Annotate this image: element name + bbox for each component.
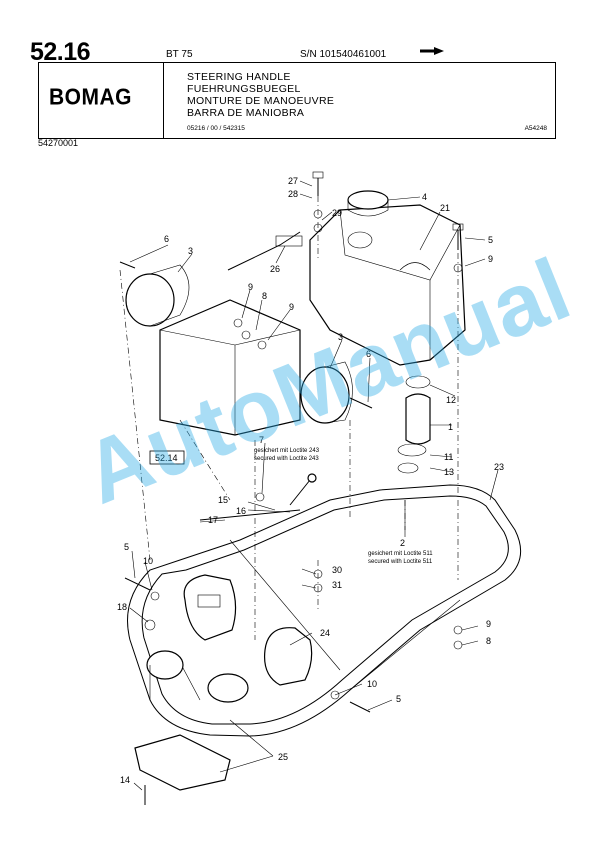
fuel-tank-drawing xyxy=(309,204,466,366)
document-code: A54248 xyxy=(524,125,547,132)
callout-10-left: 10 xyxy=(143,556,153,566)
callout-8-bottom: 8 xyxy=(486,636,491,646)
callout-29: 29 xyxy=(332,208,342,218)
callout-21: 21 xyxy=(440,203,450,213)
callout-23: 23 xyxy=(494,462,504,472)
callout-5-left: 5 xyxy=(124,542,129,552)
callout-26: 26 xyxy=(270,264,280,274)
callout-10-bottom: 10 xyxy=(367,679,377,689)
callout-13: 13 xyxy=(444,467,454,477)
callout-9-right: 9 xyxy=(289,302,294,312)
note-2-german: gesichert mit Loctite 511 xyxy=(368,551,433,557)
callout-leaders xyxy=(129,180,499,791)
callout-9-bottom: 9 xyxy=(486,619,491,629)
title-block: BOMAG STEERING HANDLE FUEHRUNGSBUEGEL MO… xyxy=(38,62,556,139)
document-reference: 05216 / 00 / 542315 xyxy=(187,125,245,132)
callout-27: 27 xyxy=(288,176,298,186)
callout-5-bottom: 5 xyxy=(396,694,401,704)
callout-7: 7 xyxy=(259,435,264,445)
title-german: FUEHRUNGSBUEGEL xyxy=(187,83,301,95)
callout-2: 2 xyxy=(400,538,405,548)
callout-52-14: 52.14 xyxy=(155,453,178,463)
callout-6-right: 6 xyxy=(366,349,371,359)
brand-logo: BOMAG xyxy=(39,63,164,138)
mounting-plates-drawing xyxy=(134,574,313,791)
callout-9-top: 9 xyxy=(488,254,493,264)
title-french: MONTURE DE MANOEUVRE xyxy=(187,95,335,107)
model-label: BT 75 xyxy=(166,49,193,60)
callout-1: 1 xyxy=(448,422,453,432)
serial-number: S/N 101540461001 xyxy=(300,49,387,60)
callout-3-left: 3 xyxy=(188,246,193,256)
rubber-buffer-drawing xyxy=(125,264,353,424)
exploded-parts-diagram: 27 28 29 4 21 5 9 6 3 26 9 8 9 3 6 12 1 … xyxy=(117,171,522,805)
callout-9-mid: 9 xyxy=(248,282,253,292)
part-number: 54270001 xyxy=(38,138,79,148)
callout-11: 11 xyxy=(444,452,453,462)
callout-18: 18 xyxy=(117,602,127,612)
callout-17: 17 xyxy=(208,515,218,525)
callout-12: 12 xyxy=(446,395,456,405)
callout-6-left: 6 xyxy=(164,234,169,244)
callout-3-right: 3 xyxy=(338,332,343,342)
note-7-german: gesichert mit Loctite 243 xyxy=(254,448,320,454)
callout-8-mid: 8 xyxy=(262,291,267,301)
brand-logo-text: BOMAG xyxy=(49,84,132,111)
callout-24: 24 xyxy=(320,628,330,638)
callout-16: 16 xyxy=(236,506,246,516)
title-spanish: BARRA DE MANIOBRA xyxy=(187,107,305,119)
filler-neck-drawing xyxy=(397,375,431,474)
title-english: STEERING HANDLE xyxy=(187,71,291,83)
callout-31: 31 xyxy=(332,580,342,590)
note-7-english: secured with Loctite 243 xyxy=(254,456,319,462)
callout-5-top: 5 xyxy=(488,235,493,245)
housing-box-drawing xyxy=(159,299,301,436)
note-2-english: secured with Loctite 511 xyxy=(368,559,433,565)
callout-28: 28 xyxy=(288,189,298,199)
arrow-right-icon xyxy=(420,47,444,55)
cable-drawing xyxy=(227,231,303,271)
steering-frame-drawing xyxy=(127,484,522,737)
callout-14: 14 xyxy=(120,775,130,785)
callout-4: 4 xyxy=(422,192,427,202)
assembly-lines xyxy=(119,196,459,640)
callout-25: 25 xyxy=(278,752,288,762)
callout-numbers: 27 28 29 4 21 5 9 6 3 26 9 8 9 3 6 12 1 … xyxy=(117,176,504,785)
callout-30: 30 xyxy=(332,565,342,575)
page-number: 52.16 xyxy=(30,38,91,66)
bolts-drawing xyxy=(119,171,464,805)
callout-15: 15 xyxy=(218,495,228,505)
